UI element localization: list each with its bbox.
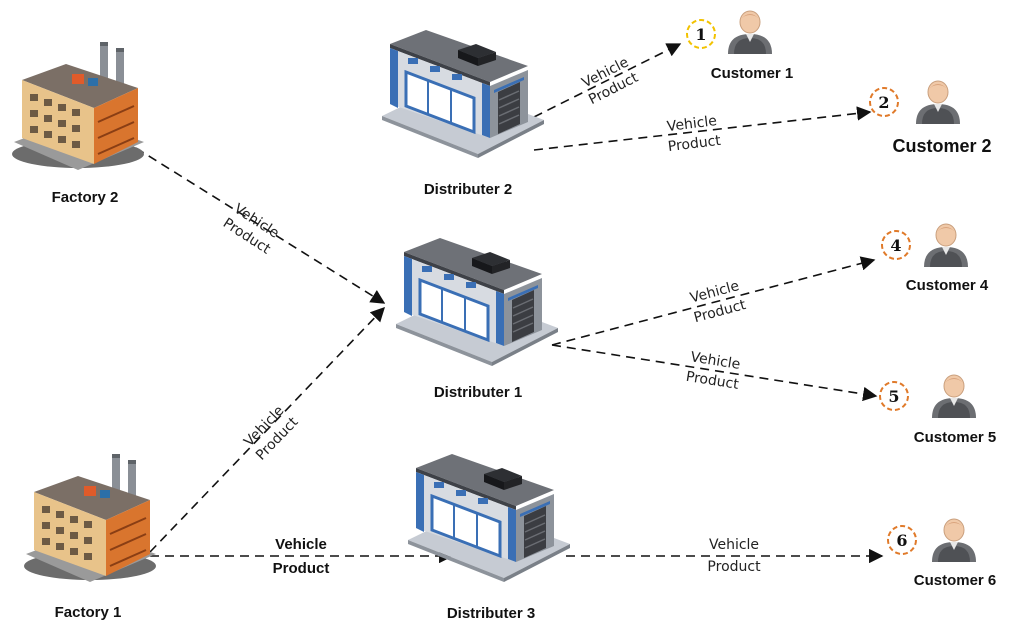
warehouse-icon [394, 236, 560, 366]
edge-label-distributer2-customer1: Vehicle Product [579, 54, 641, 108]
svg-text:Product: Product [667, 133, 722, 155]
svg-text:Vehicle: Vehicle [689, 349, 741, 373]
svg-text:Vehicle: Vehicle [709, 537, 759, 553]
customer-number-badge [869, 87, 899, 117]
distributer-1: Distributer 1 [394, 236, 560, 401]
svg-text:2: 2 [878, 93, 889, 112]
distributer-1-label: Distributer 1 [434, 384, 522, 401]
svg-text:5: 5 [888, 387, 899, 406]
customer-number-badge [881, 230, 911, 260]
person-icon [727, 10, 773, 54]
svg-text:Product: Product [685, 369, 741, 393]
factory-icon [11, 42, 145, 171]
customer-6-label: Customer 6 [914, 572, 997, 589]
svg-text:4: 4 [890, 236, 901, 255]
warehouse-icon [406, 452, 572, 582]
distributer-2-label: Distributer 2 [424, 181, 512, 198]
distributer-3-label: Distributer 3 [447, 605, 535, 622]
edge-factory2-distributer1 [135, 147, 386, 304]
person-icon [923, 223, 969, 267]
customer-number-badge [879, 381, 909, 411]
customer-number-badge [686, 19, 716, 49]
person-icon [931, 518, 977, 562]
svg-text:Product: Product [273, 560, 330, 577]
factory-1: Factory 1 [23, 454, 157, 621]
customer-4-label: Customer 4 [906, 277, 989, 294]
edge-factory1-distributer1 [149, 306, 385, 553]
customer-number-badge [887, 525, 917, 555]
svg-text:Vehicle: Vehicle [275, 536, 327, 553]
customer-2-label: Customer 2 [892, 136, 991, 156]
edge-label-factory1-distributer3: Vehicle Product [273, 536, 330, 577]
distributer-2: Distributer 2 [380, 28, 546, 198]
distributer-3: Distributer 3 [406, 452, 572, 622]
person-icon [915, 80, 961, 124]
factory-2: Factory 2 [11, 42, 145, 206]
customer-1-label: Customer 1 [711, 65, 794, 82]
svg-text:1: 1 [695, 25, 706, 44]
edge-label-distributer2-customer2: Vehicle Product [666, 113, 722, 155]
customer-2: 2 Customer 2 [869, 80, 992, 156]
customer-5-label: Customer 5 [914, 429, 997, 446]
svg-text:Product: Product [707, 559, 761, 575]
edge-label-distributer1-customer5: Vehicle Product [685, 349, 742, 393]
factory-icon [23, 454, 157, 583]
svg-text:Vehicle: Vehicle [666, 113, 718, 135]
edge-distributer2-customer1 [533, 43, 682, 118]
svg-text:6: 6 [896, 531, 907, 550]
edge-distributer1-customer5 [551, 344, 878, 402]
customer-5: 5 Customer 5 [879, 374, 997, 446]
factory-1-label: Factory 1 [55, 604, 122, 621]
person-icon [931, 374, 977, 418]
edge-distributer2-customer2 [533, 106, 872, 151]
customer-4: 4 Customer 4 [881, 223, 989, 294]
customer-6: 6 Customer 6 [887, 518, 997, 589]
edge-label-factory2-distributer1: Vehicle Product [220, 201, 282, 258]
edges [135, 43, 884, 564]
edge-label-factory1-distributer1: Vehicle Product [241, 403, 302, 464]
edge-distributer1-customer4 [551, 256, 876, 346]
warehouse-icon [380, 28, 546, 158]
customer-1: 1 Customer 1 [686, 10, 794, 82]
factory-2-label: Factory 2 [52, 189, 119, 206]
edge-label-distributer3-customer6: Vehicle Product [707, 537, 761, 575]
